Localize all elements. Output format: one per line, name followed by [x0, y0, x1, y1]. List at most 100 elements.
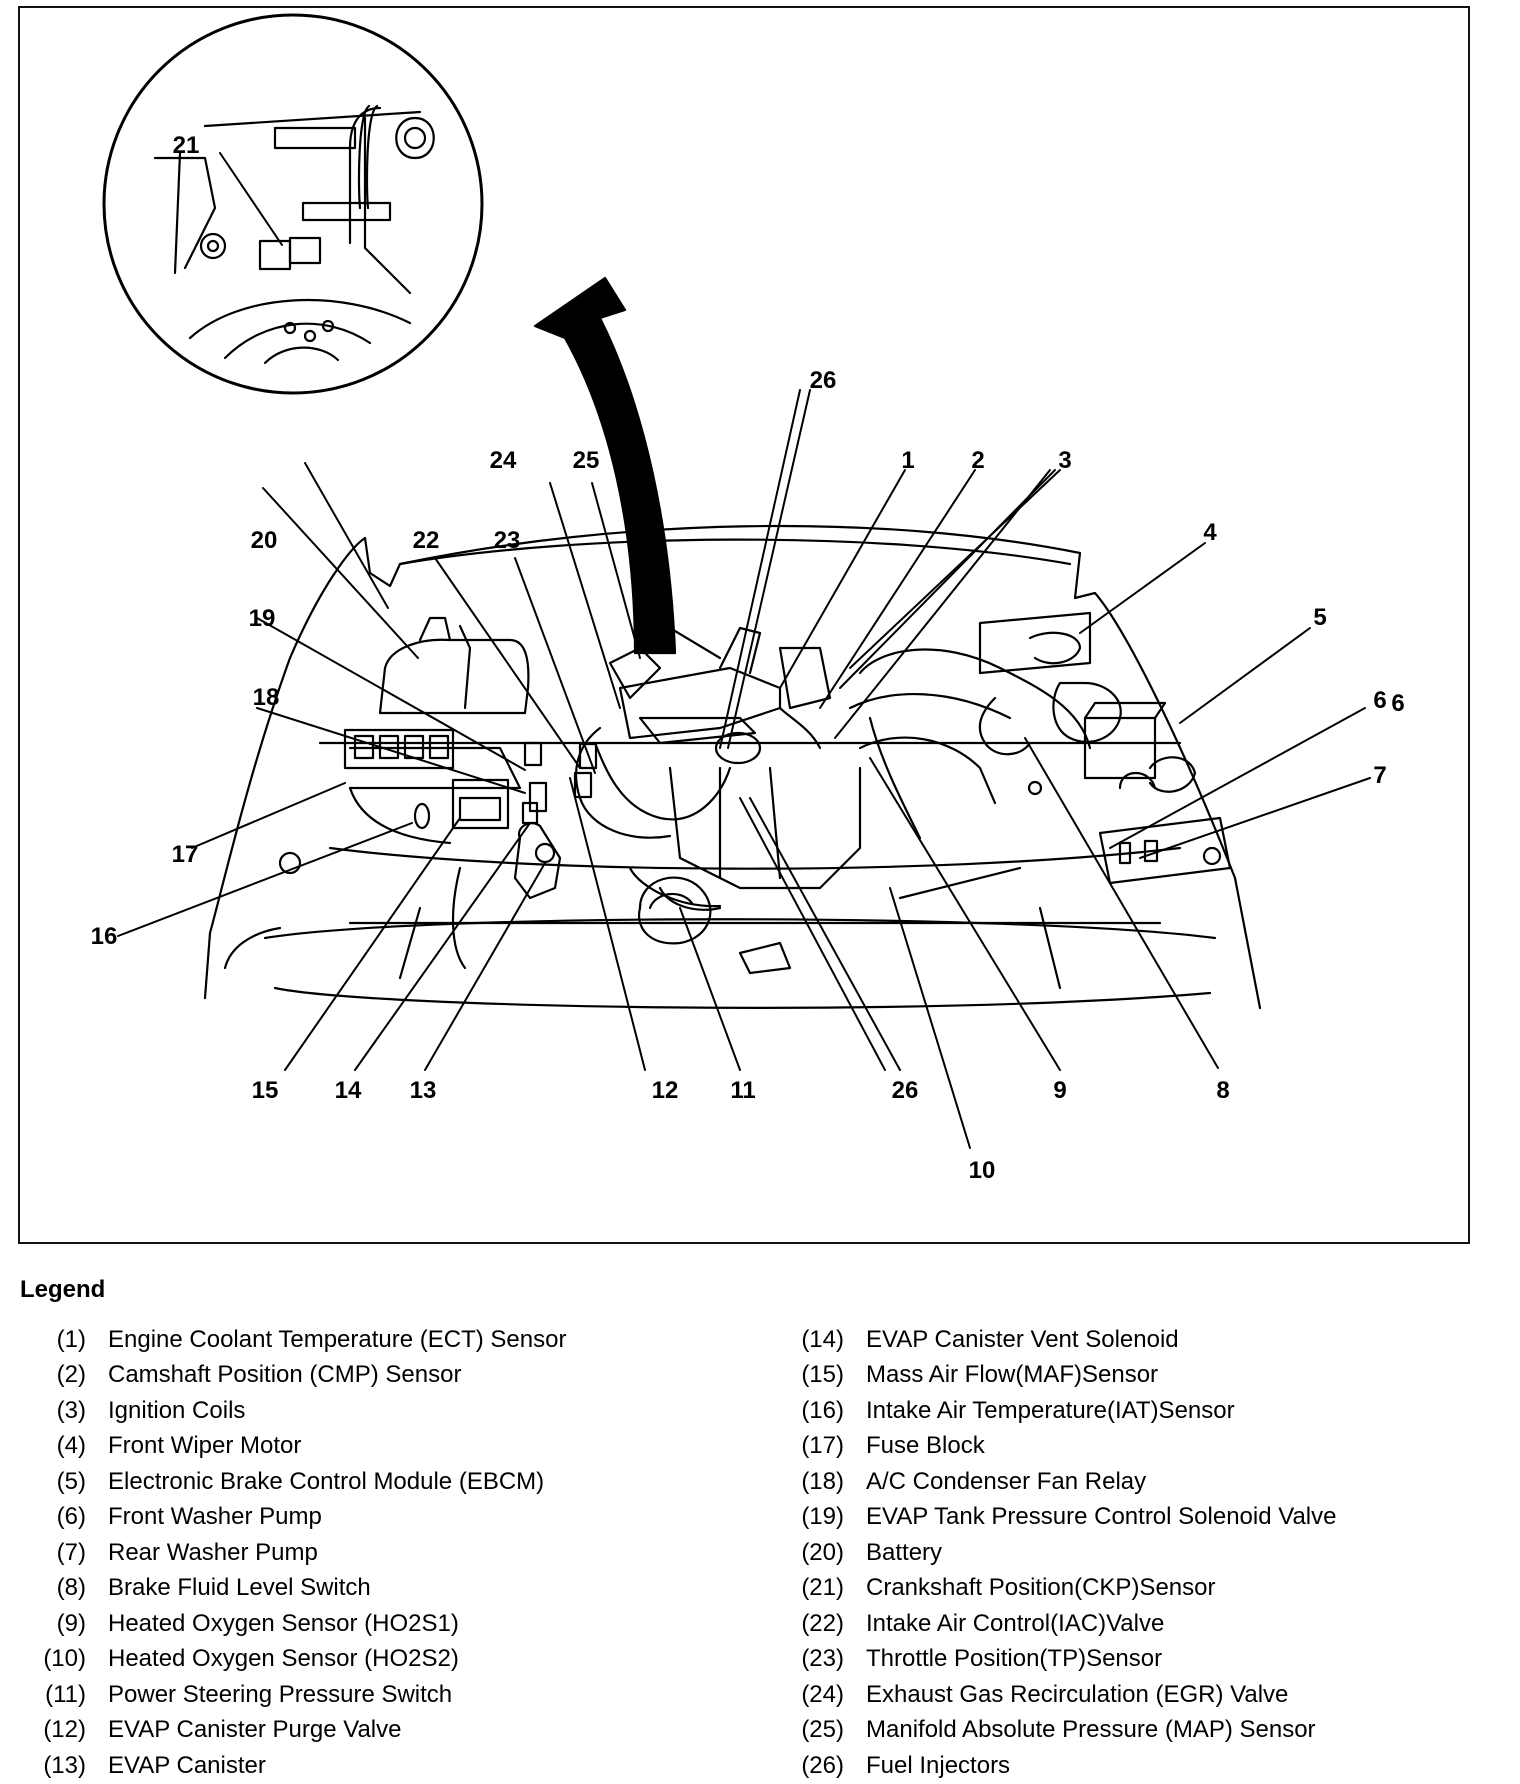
callout-leader-lines	[117, 152, 1371, 1149]
legend-item-label: Mass Air Flow(MAF)Sensor	[866, 1361, 1159, 1389]
callout-15: 15	[252, 1077, 279, 1104]
legend-item-label: Camshaft Position (CMP) Sensor	[108, 1361, 462, 1389]
legend-item-number: (11)	[45, 1680, 86, 1708]
callout-12: 12	[652, 1077, 679, 1104]
legend-item-label: Rear Washer Pump	[108, 1538, 318, 1566]
legend-item-number: (15)	[801, 1361, 844, 1389]
legend-item: (9) Heated Oxygen Sensor (HO2S1)	[20, 1606, 566, 1642]
legend-item-label: Electronic Brake Control Module (EBCM)	[108, 1467, 545, 1495]
legend-item: (2) Camshaft Position (CMP) Sensor	[20, 1358, 566, 1394]
legend-item-label: Crankshaft Position(CKP)Sensor	[866, 1574, 1216, 1602]
legend-item-number: (7)	[56, 1538, 86, 1566]
legend-item: (11) Power Steering Pressure Switch	[20, 1677, 566, 1713]
legend-item-label: Heated Oxygen Sensor (HO2S1)	[108, 1609, 459, 1637]
callout-17: 17	[172, 841, 199, 868]
legend-item-label: EVAP Canister Vent Solenoid	[866, 1325, 1179, 1353]
callout-7: 7	[1373, 762, 1386, 789]
callout-22: 22	[413, 527, 440, 554]
callout-6-label: 6	[1373, 687, 1386, 714]
callout-10: 10	[969, 1157, 996, 1184]
legend-item-label: A/C Condenser Fan Relay	[866, 1467, 1147, 1495]
legend-item: (1) Engine Coolant Temperature (ECT) Sens…	[20, 1322, 567, 1358]
legend-item-label: Fuel Injectors	[866, 1751, 1011, 1779]
callout-labels: 1 2 3 4 5 6 7 8 9 10 11 12 13 14 15 16 1…	[91, 132, 1387, 1184]
legend-item-number: (26)	[801, 1751, 844, 1779]
legend-item-label: EVAP Tank Pressure Control Solenoid Valv…	[866, 1503, 1337, 1531]
callout-21: 21	[173, 132, 200, 159]
legend-item: (6)Front Washer Pump	[20, 1500, 566, 1536]
legend-item: (8)Brake Fluid Level Switch	[20, 1571, 566, 1607]
legend-item-number: (8)	[56, 1574, 86, 1602]
legend-item-label: EVAP Canister	[108, 1751, 266, 1779]
legend-item: (24) Exhaust Gas Recirculation (EGR) Valv…	[778, 1677, 1336, 1713]
legend-item: (15) Mass Air Flow(MAF)Sensor	[778, 1358, 1336, 1394]
legend-title: Legend	[20, 1276, 106, 1303]
legend-item-number: (1)	[56, 1325, 86, 1353]
legend-item-number: (2)	[56, 1361, 86, 1389]
legend-item-number: (5)	[56, 1467, 86, 1495]
legend-right-column: (14) EVAP Canister Vent Solenoid (15) Mass …	[778, 1322, 1336, 1784]
legend-item: (22) Intake Air Control(IAC)Valve	[778, 1606, 1336, 1642]
legend-item-number: (10)	[43, 1645, 86, 1673]
legend-item: (7) Rear Washer Pump	[20, 1535, 566, 1571]
legend-item: (4)Front Wiper Motor	[20, 1429, 566, 1465]
callout-18: 18	[253, 684, 280, 711]
callout-26-bottom: 26	[892, 1077, 919, 1104]
legend-item-number: (16)	[801, 1396, 844, 1424]
legend-item-number: (14)	[801, 1325, 844, 1353]
callout-2: 2	[971, 447, 984, 474]
engine-diagram-figure: 6 1 2 3 4 5 6 7 8 9 10 11 12 13 14 15 16…	[18, 6, 1470, 1244]
legend-item-number: (3)	[56, 1396, 86, 1424]
legend-item-label: Front Wiper Motor	[108, 1432, 302, 1460]
legend-item: (26) Fuel Injectors	[778, 1748, 1336, 1784]
legend-item: (3) Ignition Coils	[20, 1393, 566, 1429]
legend-item-number: (12)	[43, 1716, 86, 1744]
legend-item-label: EVAP Canister Purge Valve	[108, 1716, 402, 1744]
ckp-detail-inset	[102, 13, 484, 395]
callout-11: 11	[730, 1077, 755, 1104]
legend-item-number: (20)	[801, 1538, 844, 1566]
legend-item-number: (19)	[801, 1503, 844, 1531]
legend-item-number: (9)	[56, 1609, 86, 1637]
callout-4: 4	[1203, 519, 1217, 546]
legend-item-number: (18)	[801, 1467, 844, 1495]
callout-20: 20	[251, 527, 278, 554]
legend-item: (17)Fuse Block	[778, 1429, 1336, 1465]
legend-item-label: Exhaust Gas Recirculation (EGR) Valve	[866, 1680, 1289, 1708]
legend-item-number: (22)	[801, 1609, 844, 1637]
legend-item-label: Throttle Position(TP)Sensor	[866, 1645, 1163, 1673]
legend-item: (10) Heated Oxygen Sensor (HO2S2)	[20, 1642, 566, 1678]
legend-left-column: (1) Engine Coolant Temperature (ECT) Sens…	[20, 1322, 566, 1784]
legend-item-label: Intake Air Control(IAC)Valve	[866, 1609, 1165, 1637]
callout-6: 6	[1391, 690, 1404, 717]
legend-item-label: Battery	[866, 1538, 943, 1566]
legend-item: (25) Manifold Absolute Pressure (MAP) Sen…	[778, 1713, 1336, 1749]
legend-item: (21) Crankshaft Position(CKP)Sensor	[778, 1571, 1336, 1607]
legend-item-label: Heated Oxygen Sensor (HO2S2)	[108, 1645, 459, 1673]
legend-item: (14) EVAP Canister Vent Solenoid	[778, 1322, 1336, 1358]
legend-item-number: (24)	[801, 1680, 844, 1708]
legend-item-label: Engine Coolant Temperature (ECT) Sensor	[108, 1325, 567, 1353]
callout-8: 8	[1216, 1077, 1229, 1104]
callout-19: 19	[249, 605, 276, 632]
callout-13: 13	[410, 1077, 437, 1104]
legend-item-number: (23)	[801, 1645, 844, 1673]
legend-item-label: Power Steering Pressure Switch	[108, 1680, 453, 1708]
legend-item: (12) EVAP Canister Purge Valve	[20, 1713, 566, 1749]
legend-item-label: Intake Air Temperature(IAT)Sensor	[866, 1396, 1235, 1424]
legend-item: (13)EVAP Canister	[20, 1748, 566, 1784]
callout-1: 1	[901, 447, 914, 474]
legend-item: (16) Intake Air Temperature(IAT)Sensor	[778, 1393, 1336, 1429]
callout-9: 9	[1053, 1077, 1066, 1104]
callout-23: 23	[494, 527, 521, 554]
callout-5: 5	[1313, 604, 1326, 631]
legend-item: (20) Battery	[778, 1535, 1336, 1571]
callout-14: 14	[335, 1077, 362, 1104]
legend-item-label: Ignition Coils	[108, 1396, 246, 1424]
callout-25: 25	[573, 447, 600, 474]
legend-item-number: (25)	[801, 1716, 844, 1744]
legend-item: (5) Electronic Brake Control Module (EBCM…	[20, 1464, 566, 1500]
legend-item-label: Manifold Absolute Pressure (MAP) Sensor	[866, 1716, 1316, 1744]
legend-item-number: (21)	[801, 1574, 844, 1602]
legend-item-label: Fuse Block	[866, 1432, 985, 1460]
